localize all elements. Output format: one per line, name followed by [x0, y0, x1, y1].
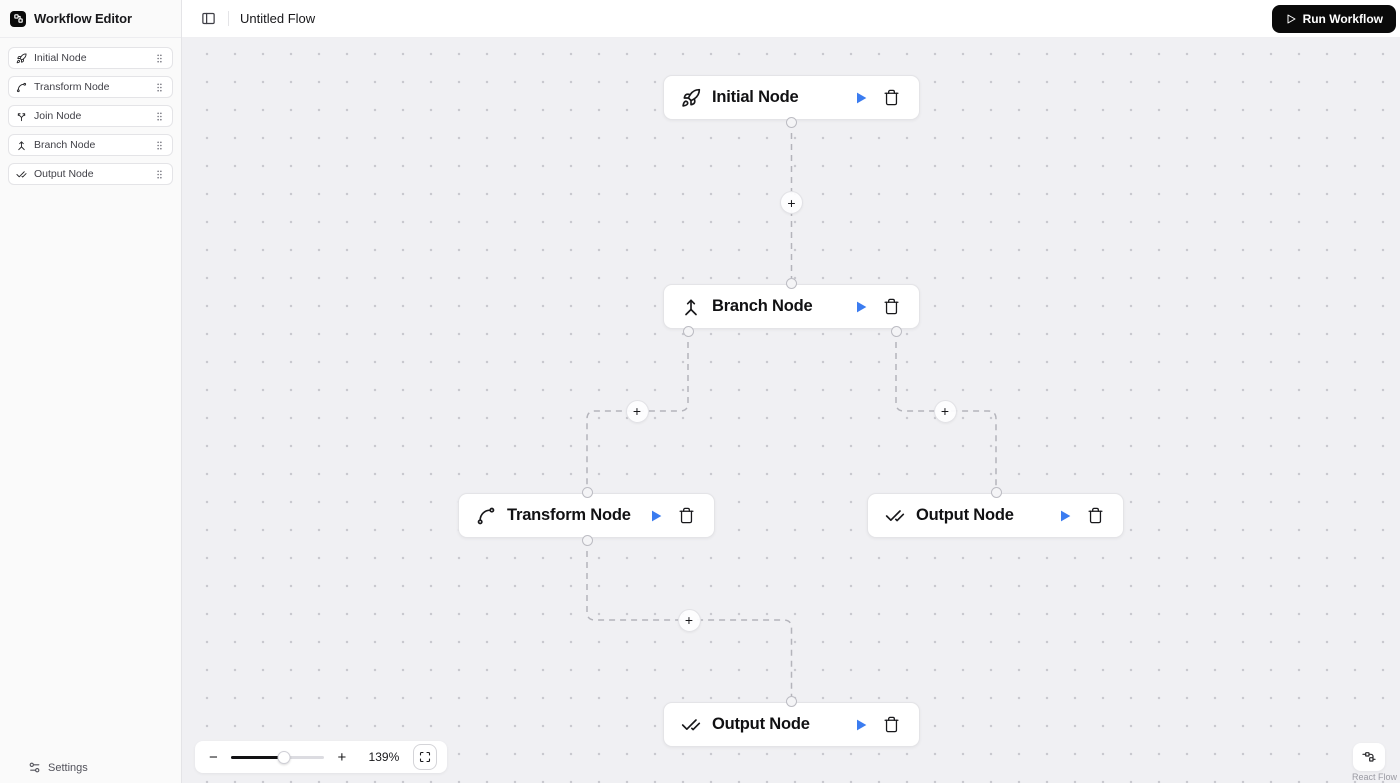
zoom-in-button[interactable]: +: [333, 746, 350, 768]
zoom-out-button[interactable]: −: [205, 746, 222, 768]
play-icon: [857, 301, 867, 312]
app-logo-icon: [10, 10, 26, 27]
grip-vertical-icon[interactable]: [154, 82, 165, 93]
play-icon: [857, 92, 867, 103]
play-icon: [857, 719, 867, 730]
trash-icon: [884, 716, 899, 733]
play-icon: [1061, 510, 1071, 521]
run-workflow-label: Run Workflow: [1302, 11, 1383, 26]
react-flow-logo-button[interactable]: [1353, 743, 1385, 771]
grip-vertical-icon[interactable]: [154, 140, 165, 151]
zoom-slider-fill: [230, 755, 285, 759]
node-run-button[interactable]: [853, 717, 869, 733]
flow-edges: [586, 122, 997, 700]
handle-source[interactable]: [786, 116, 797, 128]
node-transform[interactable]: Transform Node: [458, 493, 715, 538]
node-delete-button[interactable]: [883, 298, 900, 315]
play-icon: [652, 510, 662, 521]
rocket-icon: [16, 52, 27, 63]
grip-vertical-icon[interactable]: [154, 111, 165, 122]
palette-item-join-node[interactable]: Join Node: [8, 105, 173, 127]
run-workflow-button[interactable]: Run Workflow: [1271, 4, 1396, 33]
zoom-slider[interactable]: [230, 750, 325, 764]
palette-item-output-node[interactable]: Output Node: [8, 163, 173, 185]
sidebar-header: Workflow Editor: [0, 0, 181, 38]
app-title: Workflow Editor: [34, 11, 132, 26]
spline-icon: [477, 507, 495, 524]
settings-icon: [29, 762, 40, 773]
handle-target[interactable]: [581, 486, 593, 498]
branch-icon: [685, 299, 697, 315]
topbar: Untitled Flow Run Workflow: [182, 0, 1400, 38]
check-check-icon: [885, 509, 905, 521]
branch-icon: [18, 140, 25, 150]
sidebar-toggle-button[interactable]: [196, 7, 220, 31]
node-output-1[interactable]: Output Node: [867, 493, 1124, 538]
node-delete-button[interactable]: [883, 716, 900, 733]
palette-item-label: Transform Node: [34, 81, 110, 93]
node-title: Branch Node: [712, 297, 813, 315]
react-flow-attribution: React Flow: [1351, 772, 1397, 782]
palette-item-transform-node[interactable]: Transform Node: [8, 76, 173, 98]
edge-add-node-button[interactable]: +: [933, 399, 957, 423]
handle-source[interactable]: [890, 325, 902, 337]
palette-item-initial-node[interactable]: Initial Node: [8, 47, 173, 69]
trash-icon: [884, 89, 899, 106]
node-branch[interactable]: Branch Node: [663, 284, 920, 329]
play-icon: [1287, 14, 1296, 23]
node-delete-button[interactable]: [883, 89, 900, 106]
node-title: Output Node: [916, 506, 1014, 524]
grip-vertical-icon[interactable]: [154, 169, 165, 180]
node-run-button[interactable]: [853, 299, 869, 315]
node-run-button[interactable]: [853, 90, 869, 106]
zoom-controls: − + 139%: [195, 741, 447, 773]
palette-item-branch-node[interactable]: Branch Node: [8, 134, 173, 156]
node-title: Output Node: [712, 715, 810, 733]
join-icon: [17, 112, 26, 121]
trash-icon: [679, 507, 694, 524]
node-delete-button[interactable]: [1087, 507, 1104, 524]
palette-item-label: Initial Node: [34, 52, 87, 64]
edge-add-node-button[interactable]: +: [677, 608, 701, 632]
handle-target[interactable]: [990, 486, 1002, 498]
palette-item-label: Output Node: [34, 168, 94, 180]
trash-icon: [884, 298, 899, 315]
edge-add-node-button[interactable]: +: [625, 399, 649, 423]
spline-icon: [16, 82, 27, 92]
zoom-level: 139%: [368, 750, 400, 764]
grip-vertical-icon[interactable]: [154, 53, 165, 64]
node-output-2[interactable]: Output Node: [663, 702, 920, 747]
palette-item-label: Branch Node: [34, 139, 96, 151]
trash-icon: [1088, 507, 1103, 524]
settings-label: Settings: [48, 761, 88, 774]
check-check-icon: [16, 170, 27, 177]
handle-source[interactable]: [581, 534, 593, 546]
node-title: Initial Node: [712, 88, 799, 106]
react-flow-icon: [1362, 752, 1376, 762]
node-title: Transform Node: [507, 506, 631, 524]
node-run-button[interactable]: [1057, 508, 1073, 524]
fit-view-button[interactable]: [412, 744, 437, 770]
panel-left-icon: [201, 12, 215, 25]
node-delete-button[interactable]: [678, 507, 695, 524]
flow-canvas[interactable]: + + + + Initial Node Branch Node: [182, 38, 1400, 783]
rocket-icon: [682, 88, 701, 107]
handle-target[interactable]: [786, 277, 797, 289]
handle-target[interactable]: [786, 695, 797, 707]
settings-button[interactable]: Settings: [0, 761, 181, 774]
check-check-icon: [681, 718, 701, 730]
handle-source[interactable]: [682, 325, 694, 337]
zoom-slider-thumb[interactable]: [277, 750, 291, 764]
flow-name[interactable]: Untitled Flow: [240, 11, 316, 26]
maximize-icon: [419, 751, 430, 763]
topbar-divider: [228, 11, 229, 26]
sidebar: Workflow Editor Initial Node Transform N…: [0, 0, 182, 783]
node-palette: Initial Node Transform Node Join Node: [0, 38, 181, 194]
palette-item-label: Join Node: [34, 110, 82, 122]
edge-add-node-button[interactable]: +: [780, 191, 803, 214]
node-initial[interactable]: Initial Node: [663, 75, 920, 120]
node-run-button[interactable]: [648, 508, 664, 524]
